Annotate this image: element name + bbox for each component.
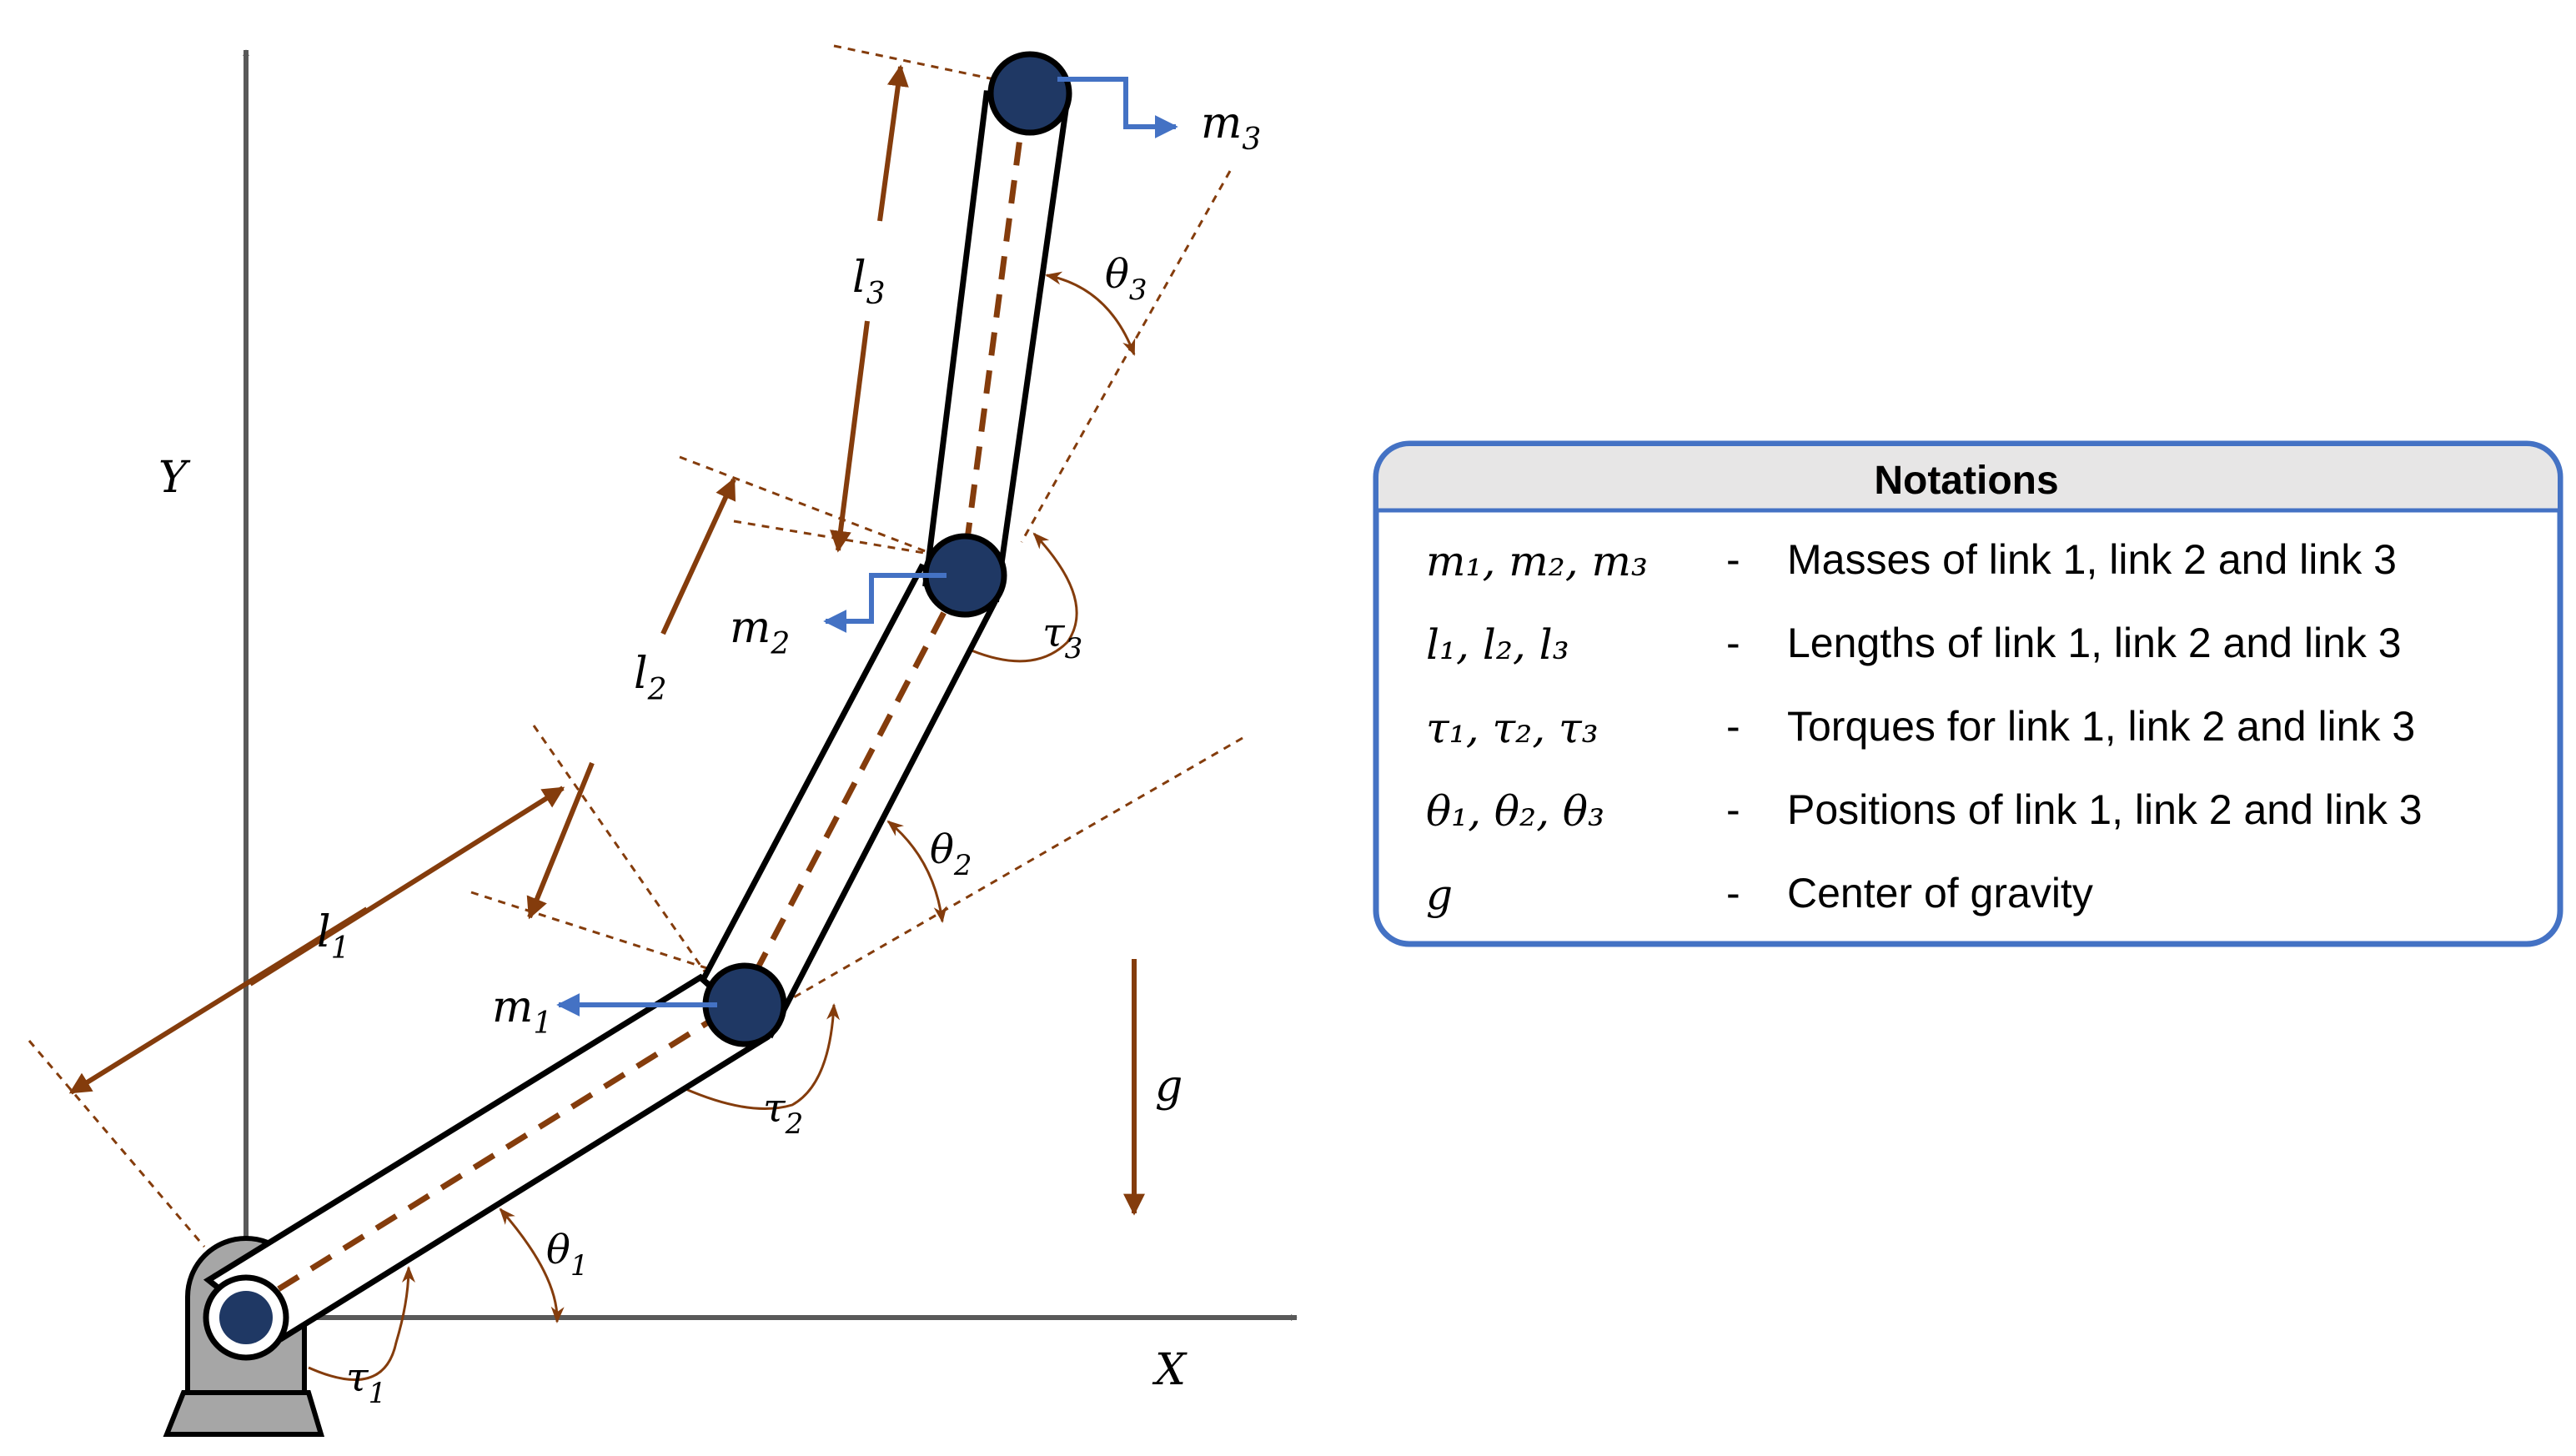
m3-arrow bbox=[1057, 77, 1178, 138]
theta1-arc bbox=[499, 1207, 565, 1323]
mass-arrows bbox=[556, 77, 1178, 1017]
notation-symbol-1: m₁, m₂, m₃ bbox=[1426, 537, 1648, 585]
joint-3 bbox=[987, 51, 1072, 136]
l2-arrow-b bbox=[526, 761, 595, 920]
m1-label: m1 bbox=[492, 982, 552, 1041]
notations-box bbox=[1373, 440, 2563, 947]
angle-arcs bbox=[499, 271, 1136, 1323]
notation-symbol-4: θ₁, θ₂, θ₃ bbox=[1426, 787, 1604, 836]
diagram-labels: m1 m2 m3 l1 l2 l3 θ1 θ2 θ3 τ1 τ2 τ3 g bbox=[317, 98, 1261, 1410]
notation-desc-4: Positions of link 1, link 2 and link 3 bbox=[1787, 786, 2423, 833]
l2-label: l2 bbox=[634, 649, 667, 707]
notation-desc-2: Lengths of link 1, link 2 and link 3 bbox=[1787, 620, 2402, 666]
y-axis-label: Y bbox=[158, 453, 191, 503]
l3-label: l3 bbox=[852, 253, 886, 311]
reference-lines bbox=[28, 44, 1243, 1248]
tau1-label: τ1 bbox=[346, 1354, 386, 1410]
notation-dash-5: - bbox=[1726, 870, 1740, 916]
m2-arrow bbox=[823, 573, 947, 633]
notation-desc-3: Torques for link 1, link 2 and link 3 bbox=[1787, 703, 2415, 750]
notation-symbol-3: τ₁, τ₂, τ₃ bbox=[1426, 704, 1599, 752]
theta3-label: θ3 bbox=[1105, 251, 1147, 307]
tau2-label: τ2 bbox=[763, 1085, 803, 1141]
theta2-label: θ2 bbox=[930, 826, 972, 882]
tau3-arc bbox=[971, 532, 1078, 663]
theta2-arc bbox=[886, 820, 947, 923]
l1-label: l1 bbox=[317, 907, 350, 966]
length-arrows bbox=[68, 64, 909, 1095]
robot-joints bbox=[203, 51, 1072, 1361]
notation-symbol-2: l₁, l₂, l₃ bbox=[1426, 620, 1569, 669]
l3-arrow-a bbox=[877, 64, 909, 222]
theta1-label: θ1 bbox=[546, 1227, 589, 1283]
notation-dash-4: - bbox=[1726, 786, 1740, 833]
notation-desc-5: Center of gravity bbox=[1787, 870, 2093, 916]
notations-title: Notations bbox=[1874, 459, 2058, 503]
joint-1 bbox=[702, 962, 787, 1047]
base-joint bbox=[219, 1291, 273, 1344]
torque-arcs bbox=[308, 532, 1078, 1381]
notation-dash-1: - bbox=[1726, 536, 1740, 583]
notation-symbol-5: g bbox=[1426, 871, 1453, 919]
x-axis-label: X bbox=[1152, 1345, 1188, 1395]
notation-dash-2: - bbox=[1726, 620, 1740, 666]
notations-table: Notations m₁, m₂, m₃ - Masses of link 1,… bbox=[1373, 440, 2563, 947]
tau1-arc bbox=[308, 1266, 415, 1381]
notation-dash-3: - bbox=[1726, 703, 1740, 750]
robot-links bbox=[203, 90, 1071, 1343]
l1-arrow-b bbox=[249, 786, 565, 987]
notations-header bbox=[1378, 446, 2558, 510]
g-label: g bbox=[1155, 1062, 1183, 1112]
tau2-arc bbox=[683, 1003, 841, 1110]
theta3-arc bbox=[1045, 271, 1136, 356]
m3-label: m3 bbox=[1201, 98, 1261, 157]
link-3 bbox=[922, 90, 1071, 603]
l2-arrow-a bbox=[660, 477, 736, 635]
m2-label: m2 bbox=[730, 603, 790, 661]
l3-arrow-b bbox=[830, 320, 870, 553]
tau3-label: τ3 bbox=[1042, 610, 1082, 665]
notation-desc-1: Masses of link 1, link 2 and link 3 bbox=[1787, 536, 2397, 583]
